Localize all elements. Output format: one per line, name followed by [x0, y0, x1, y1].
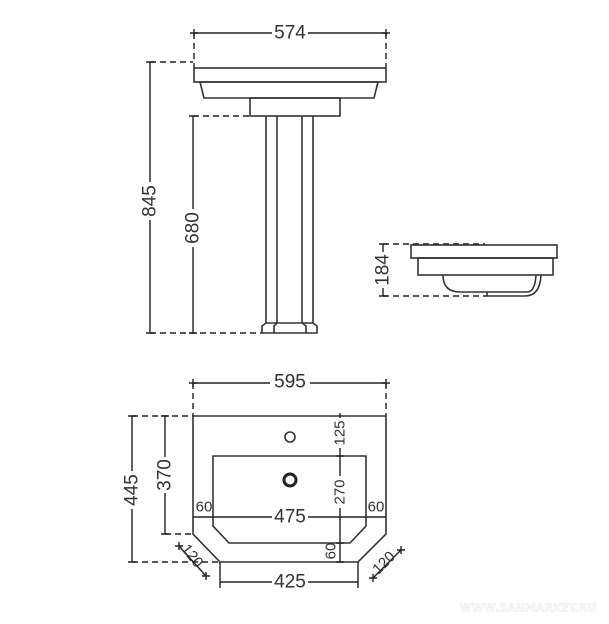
dimension-574: 574: [274, 23, 306, 44]
side-view: 184: [373, 243, 558, 297]
side-rim: [410, 244, 558, 259]
dimension-445: 445: [122, 474, 143, 506]
tap-hole-icon: [284, 431, 296, 443]
pedestal-top: [249, 97, 341, 117]
dimension-680: 680: [183, 212, 204, 244]
pedestal-base: [261, 322, 318, 334]
dimension-right-120: 120: [369, 548, 399, 578]
pedestal-column: [265, 116, 314, 323]
dimension-475: 475: [274, 507, 306, 528]
dimension-right-60: 60: [368, 499, 385, 516]
dimension-184: 184: [373, 254, 394, 286]
dimension-125: 125: [332, 420, 349, 445]
dimension-370: 370: [155, 459, 176, 491]
dimension-front-60: 60: [323, 543, 340, 560]
basin-body: [198, 81, 380, 99]
side-bowl: [442, 274, 542, 297]
watermark: WWW.SANMARKET.RU: [460, 602, 597, 615]
drain-icon: [282, 472, 298, 488]
side-body: [417, 257, 554, 276]
bowl-outline: [212, 455, 367, 544]
basin-rim: [193, 67, 387, 83]
dimension-595: 595: [274, 372, 306, 393]
dimension-845: 845: [140, 185, 161, 217]
front-view: 574 845 680: [139, 22, 390, 334]
basin-outline: [192, 415, 387, 563]
dimension-270: 270: [332, 479, 349, 504]
top-view: 595 475 60 60 125 270 60 370 445 425: [122, 372, 405, 593]
dimension-left-60: 60: [196, 499, 213, 516]
dimension-425: 425: [274, 572, 306, 593]
